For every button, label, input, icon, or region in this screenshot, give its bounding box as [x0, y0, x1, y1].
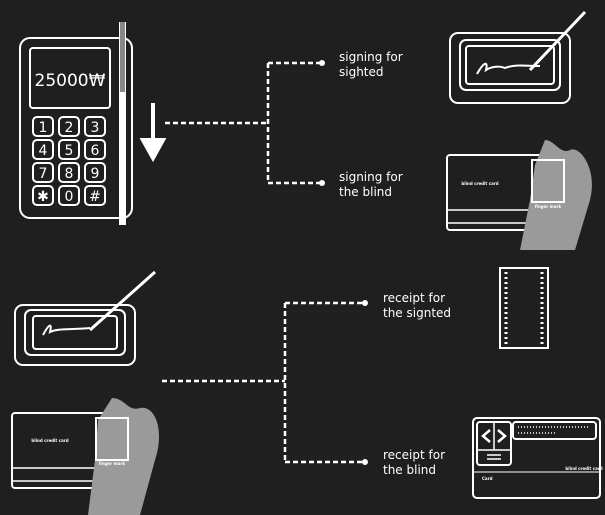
- braille-card-icon: blind credit card Card: [472, 417, 603, 499]
- key-8[interactable]: [58, 162, 80, 183]
- amount-display: 25000₩: [35, 71, 106, 91]
- key-label: 1: [39, 120, 48, 136]
- key-1[interactable]: [32, 116, 54, 137]
- key-label: 2: [65, 120, 74, 136]
- receipt-card-title: blind credit card: [565, 466, 602, 471]
- finger-mark-label-2: finger mark: [99, 461, 126, 466]
- receipt-icon: [499, 267, 549, 349]
- key-✱[interactable]: [32, 185, 54, 206]
- label-receipt-sighted: receipt for: [383, 291, 445, 305]
- key-#[interactable]: [84, 185, 106, 206]
- key-5[interactable]: [58, 139, 80, 160]
- label-signing-sighted-2: sighted: [339, 65, 384, 79]
- key-label: 7: [39, 166, 48, 182]
- key-label: 3: [91, 120, 100, 136]
- key-7[interactable]: [32, 162, 54, 183]
- key-4[interactable]: [32, 139, 54, 160]
- key-label: 4: [39, 143, 48, 159]
- card-title: blind credit card: [461, 181, 498, 186]
- key-label: 0: [65, 189, 74, 205]
- label-receipt-blind-2: the blind: [383, 463, 436, 477]
- label-signing-blind: signing for: [339, 170, 403, 184]
- blind-credit-card-icon-2: blind credit card finger mark: [11, 398, 160, 515]
- key-2[interactable]: [58, 116, 80, 137]
- label-signing-blind-2: the blind: [339, 185, 392, 199]
- label-signing-sighted: signing for: [339, 50, 403, 64]
- finger-mark-label: finger mark: [535, 204, 562, 209]
- receipt-card-label: Card: [482, 476, 493, 481]
- key-label: ✱: [37, 189, 49, 205]
- key-label: 9: [91, 166, 100, 182]
- connector-bottom: [162, 301, 362, 464]
- key-3[interactable]: [84, 116, 106, 137]
- label-receipt-blind: receipt for: [383, 448, 445, 462]
- key-6[interactable]: [84, 139, 106, 160]
- key-label: 5: [65, 143, 74, 159]
- arrow-down-icon: [139, 103, 167, 163]
- card-title-2: blind credit card: [31, 438, 68, 443]
- key-label: #: [89, 189, 101, 205]
- signature-pad-icon: [449, 10, 587, 104]
- label-receipt-sighted-2: the signted: [383, 306, 451, 320]
- connector-top: [165, 61, 320, 185]
- key-label: 6: [91, 143, 100, 159]
- blind-credit-card-icon: blind credit card finger mark: [446, 140, 592, 250]
- payment-terminal: 25000₩ 1 2 3 4 5 6 7 8 9 ✱ 0 #: [19, 22, 167, 225]
- key-0[interactable]: [58, 185, 80, 206]
- signature-pad-icon-2: [14, 270, 156, 366]
- key-label: 8: [65, 166, 74, 182]
- key-9[interactable]: [84, 162, 106, 183]
